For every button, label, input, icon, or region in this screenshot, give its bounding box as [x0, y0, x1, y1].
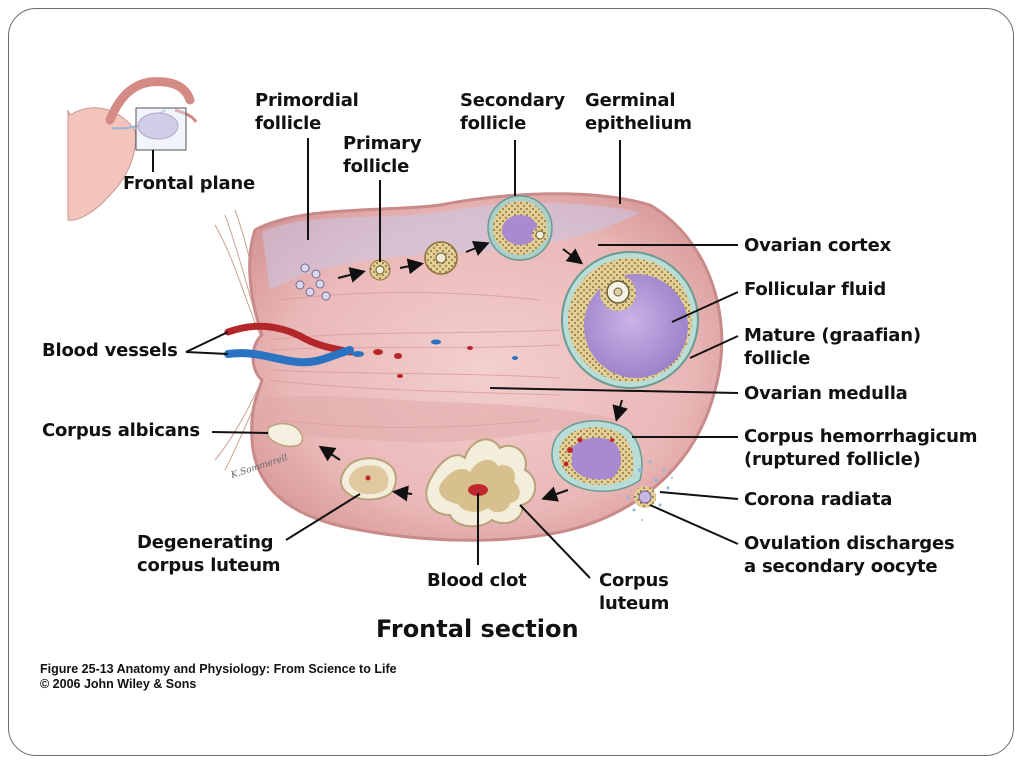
label-mature-follicle: Mature (graafian) follicle — [744, 324, 921, 370]
corpus-luteum — [425, 438, 537, 528]
label-blood-vessels: Blood vessels — [42, 340, 178, 361]
label-line: luteum — [599, 593, 670, 614]
label-corpus-hemorrhagicum: Corpus hemorrhagicum (ruptured follicle) — [744, 425, 977, 471]
secondary-oocyte — [634, 486, 656, 508]
label-line: Germinal — [585, 90, 676, 111]
label-line: Corpus — [599, 570, 669, 591]
label-degenerating-corpus-luteum: Degenerating corpus luteum — [137, 531, 281, 577]
growing-follicle — [424, 241, 458, 275]
label-line: (ruptured follicle) — [744, 449, 921, 470]
label-corona-radiata: Corona radiata — [744, 489, 893, 510]
secondary-follicle — [487, 195, 553, 261]
label-line: Mature (graafian) — [744, 325, 921, 346]
figure-caption: Figure 25-13 Anatomy and Physiology: Fro… — [40, 662, 397, 692]
label-primary-follicle: Primary follicle — [343, 132, 422, 178]
frontal-plane-inset — [67, 77, 198, 221]
leader-lines — [185, 138, 739, 579]
corpus-albicans — [267, 422, 304, 448]
label-line: Corpus hemorrhagicum — [744, 426, 978, 447]
label-ovulation: Ovulation discharges a secondary oocyte — [744, 532, 955, 578]
label-blood-clot: Blood clot — [427, 570, 527, 591]
caption-line: Figure 25-13 Anatomy and Physiology: Fro… — [40, 662, 397, 676]
label-line: corpus luteum — [137, 555, 281, 576]
label-line: follicle — [744, 348, 811, 369]
label-ovarian-medulla: Ovarian medulla — [744, 383, 908, 404]
label-line: Primordial — [255, 90, 359, 111]
label-line: follicle — [255, 113, 322, 134]
label-frontal-plane: Frontal plane — [123, 173, 256, 194]
corpus-hemorrhagicum — [551, 420, 643, 492]
label-corpus-luteum: Corpus luteum — [599, 569, 669, 615]
primordial-follicles — [295, 263, 331, 301]
slide-frame — [8, 8, 1014, 756]
label-follicular-fluid: Follicular fluid — [744, 279, 887, 300]
label-line: follicle — [460, 113, 527, 134]
degenerating-corpus-luteum — [339, 457, 397, 501]
inner-cortex-band — [262, 396, 620, 443]
label-line: Primary — [343, 133, 422, 154]
diagram-title: Frontal section — [376, 615, 579, 643]
primary-follicle — [369, 259, 391, 281]
caption-line: © 2006 John Wiley & Sons — [40, 677, 197, 691]
label-line: Secondary — [460, 90, 565, 111]
label-line: a secondary oocyte — [744, 556, 938, 577]
label-line: Ovulation discharges — [744, 533, 955, 554]
development-arrows — [318, 241, 628, 502]
label-line: follicle — [343, 156, 410, 177]
label-primordial-follicle: Primordial follicle — [255, 89, 359, 135]
blood-vessels — [224, 322, 518, 378]
mature-follicle — [561, 251, 699, 389]
label-line: epithelium — [585, 113, 692, 134]
label-line: Degenerating — [137, 532, 274, 553]
label-corpus-albicans: Corpus albicans — [42, 420, 200, 441]
label-ovarian-cortex: Ovarian cortex — [744, 235, 891, 256]
label-germinal-epithelium: Germinal epithelium — [585, 89, 692, 135]
label-secondary-follicle: Secondary follicle — [460, 89, 565, 135]
